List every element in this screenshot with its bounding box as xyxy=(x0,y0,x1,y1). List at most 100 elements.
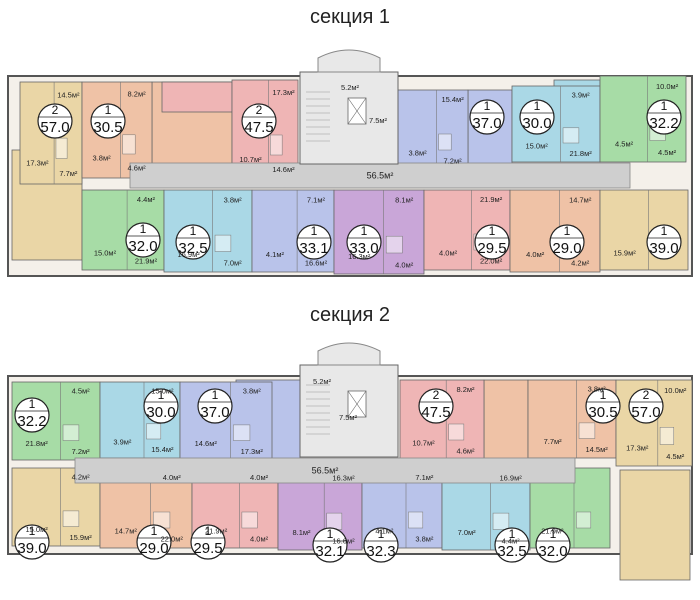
apartment-total-area: 32.1 xyxy=(315,543,344,560)
bay-window xyxy=(317,49,381,73)
room-area-label: 4.4м² xyxy=(137,195,156,204)
room-area-label: 21.9м² xyxy=(135,257,158,266)
apartment-rooms-count: 2 xyxy=(643,388,650,402)
room-area-label: 16.6м² xyxy=(305,258,328,267)
apartment-total-area: 37.0 xyxy=(472,115,501,132)
apartment-badge xyxy=(197,388,233,424)
bathroom xyxy=(62,424,80,441)
bathroom xyxy=(438,133,452,151)
apartment-rooms-count: 1 xyxy=(151,524,158,538)
room-area-label: 7.0м² xyxy=(458,528,477,537)
apartment-rooms-count: 1 xyxy=(661,99,668,113)
corridor-area-label: 56.5м² xyxy=(367,171,394,181)
room-area-label: 4.0м² xyxy=(250,473,269,482)
room-area-label: 15.0м² xyxy=(151,386,174,395)
bathroom xyxy=(146,423,162,440)
apartment-badge xyxy=(363,527,399,563)
room-area-label: 3.8м² xyxy=(409,149,428,158)
room-area-label: 22.0м² xyxy=(161,535,184,544)
apartment-rooms-count: 2 xyxy=(256,103,263,117)
apartment-rooms-count: 1 xyxy=(661,224,668,238)
room-area-label: 4.2м² xyxy=(72,473,91,482)
room-area-label: 4.5м² xyxy=(666,452,685,461)
room-area-label: 14.7м² xyxy=(115,527,138,536)
bathroom xyxy=(576,511,592,529)
room-area-label: 17.3м² xyxy=(241,447,264,456)
apartment-total-area: 39.0 xyxy=(17,540,46,557)
room-area-label: 4.0м² xyxy=(439,249,458,258)
apartment-badge xyxy=(519,99,555,135)
apartment-rooms-count: 1 xyxy=(534,99,541,113)
apartment-rooms-count: 1 xyxy=(212,388,219,402)
apartment-rooms-count: 1 xyxy=(378,527,385,541)
apartment-total-area: 47.5 xyxy=(244,119,273,136)
room-area-label: 17.3м² xyxy=(626,444,649,453)
room-area-label: 16.9м² xyxy=(500,473,523,482)
apartment-total-area: 39.0 xyxy=(649,240,678,257)
apartment-badge xyxy=(646,224,682,260)
bathroom xyxy=(233,424,251,441)
room-area-label: 3.8м² xyxy=(588,385,607,394)
room-area-label: 4.1м² xyxy=(375,527,394,536)
lobby-area-label: 5.2м² xyxy=(313,377,332,386)
room-area-label: 21.9м² xyxy=(480,195,503,204)
apartment-rooms-count: 1 xyxy=(205,524,212,538)
room-area-label: 10.0м² xyxy=(656,82,679,91)
apartment-rooms-count: 1 xyxy=(327,527,334,541)
lobby-area-label: 7.5м² xyxy=(339,413,358,422)
lobby-area-label: 5.2м² xyxy=(341,83,360,92)
apartment-badge xyxy=(646,99,682,135)
apartment-total-area: 30.5 xyxy=(588,404,617,421)
apartment-badge xyxy=(535,527,571,563)
bathroom xyxy=(122,134,136,155)
room-area-label: 15.9м² xyxy=(70,533,93,542)
room-area-label: 21.8м² xyxy=(26,439,49,448)
apartment-rooms-count: 1 xyxy=(105,103,112,117)
bathroom xyxy=(562,127,580,144)
apartment-total-area: 32.2 xyxy=(649,115,678,132)
room-area-label: 17.3м² xyxy=(26,159,49,168)
bathroom xyxy=(62,510,80,527)
corridor xyxy=(129,162,631,189)
room-area-label: 8.2м² xyxy=(456,385,475,394)
room-block xyxy=(161,81,233,113)
room-area-label: 7.7м² xyxy=(544,437,563,446)
apartment-rooms-count: 2 xyxy=(433,388,440,402)
apartment-badge xyxy=(90,103,126,139)
section-1-plan: 56.5м²5.2м²7.5м²257.0130.5247.5137.0130.… xyxy=(7,49,693,277)
apartment-total-area: 32.2 xyxy=(17,413,46,430)
apartment-rooms-count: 1 xyxy=(158,388,165,402)
room-area-label: 15.0м² xyxy=(94,249,117,258)
room-area-label: 3.9м² xyxy=(572,90,591,99)
apartment-total-area: 37.0 xyxy=(200,404,229,421)
elevator-cross xyxy=(347,97,367,125)
apartment-8 xyxy=(163,189,253,273)
apartment-badge xyxy=(14,524,50,560)
bathroom xyxy=(270,134,283,156)
apartment-total-area: 32.3 xyxy=(366,543,395,560)
bathroom xyxy=(578,422,596,439)
room-area-label: 8.2м² xyxy=(128,89,147,98)
apartment-badge xyxy=(37,103,73,139)
room-area-label: 7.0м² xyxy=(224,258,243,267)
apartment-total-area: 30.5 xyxy=(93,119,122,136)
room-area-label: 4.5м² xyxy=(72,387,91,396)
room-area-label: 22.0м² xyxy=(480,257,503,266)
apartment-total-area: 30.0 xyxy=(146,404,175,421)
apartment-badge xyxy=(549,224,585,260)
room-area-label: 15.9м² xyxy=(614,249,637,258)
apartment-badge xyxy=(346,224,382,260)
room-area-label: 4.4м² xyxy=(502,536,521,545)
apartment-rooms-count: 1 xyxy=(550,527,557,541)
room-area-label: 14.5м² xyxy=(586,445,609,454)
room-area-label: 21.9м² xyxy=(205,527,228,536)
apartment-badge xyxy=(125,222,161,258)
room-area-label: 4.5м² xyxy=(658,148,677,157)
room-area-label: 4.0м² xyxy=(395,260,414,269)
apartment-total-area: 29.5 xyxy=(193,540,222,557)
room-area-label: 7.2м² xyxy=(72,447,91,456)
room-area-label: 21.9м² xyxy=(541,527,564,536)
apartment-badge xyxy=(241,103,277,139)
corridor xyxy=(74,457,576,484)
apartment-badge xyxy=(175,224,211,260)
